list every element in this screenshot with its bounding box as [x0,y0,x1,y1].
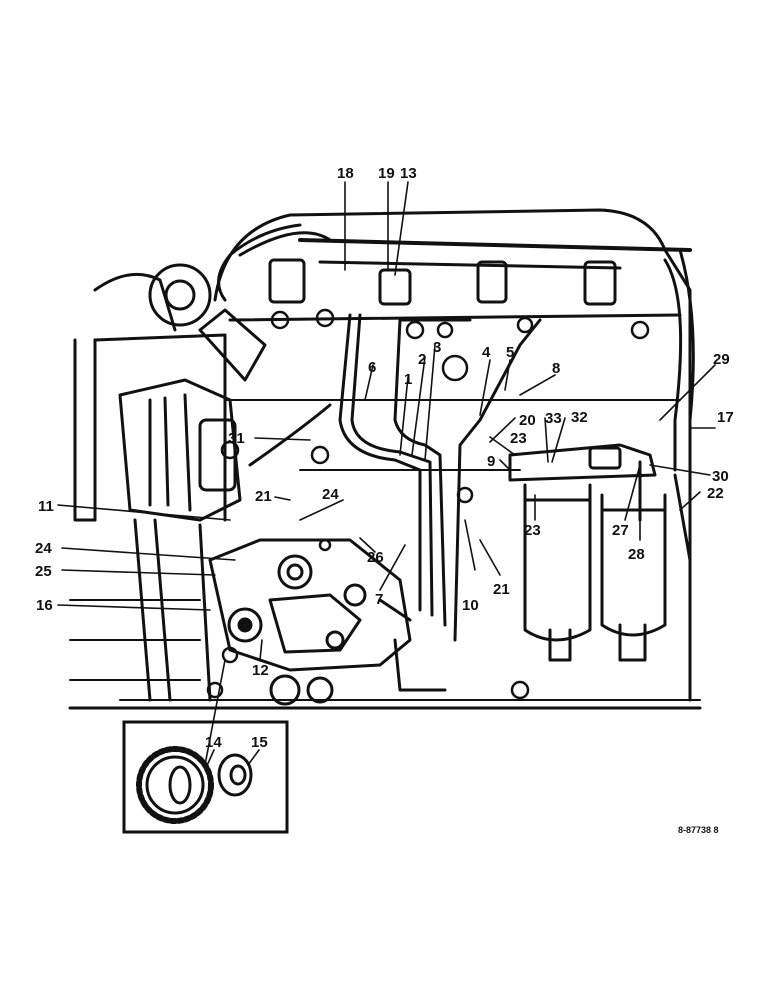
callout-16: 16 [36,597,53,614]
callout-22: 22 [707,485,724,502]
callout-19: 19 [378,165,395,182]
injectors [238,231,692,306]
callout-24-top: 24 [322,486,339,503]
reference-code: 8-87738 8 [678,825,719,835]
engine-block [68,208,702,710]
bolts [206,486,530,700]
callout-27: 27 [612,522,629,539]
callout-4: 4 [482,344,491,361]
callout-28: 28 [628,546,645,563]
callout-25: 25 [35,563,52,580]
callout-24-left: 24 [35,540,52,557]
callout-10: 10 [462,597,479,614]
gear-icon [136,746,214,824]
return-lines [217,223,695,472]
callout-30: 30 [712,468,729,485]
callout-17: 17 [717,409,734,426]
callout-21-right: 21 [493,581,510,598]
callout-labels: 18 19 13 3 2 1 4 5 8 6 29 17 20 33 32 23… [35,165,734,751]
callout-32: 32 [571,409,588,426]
inset-detail [122,720,289,834]
callout-26: 26 [367,549,384,566]
callout-5: 5 [506,344,514,361]
callout-33: 33 [545,410,562,427]
callout-9: 9 [487,453,495,470]
callout-3: 3 [433,339,441,356]
injection-pump [208,538,412,706]
callout-31: 31 [228,430,245,447]
callout-18: 18 [337,165,354,182]
callout-11: 11 [38,498,54,515]
callout-8: 8 [552,360,560,377]
callout-13: 13 [400,165,417,182]
callout-6: 6 [368,359,376,376]
inset-frame [122,720,289,834]
callout-12: 12 [252,662,269,679]
alternator [93,263,267,522]
fan-belt [133,518,212,702]
callout-29: 29 [713,351,730,368]
nut-icon [217,753,253,797]
fuel-filters [508,443,692,692]
callout-15: 15 [251,734,268,751]
leader-lines [57,181,716,771]
callout-20: 20 [519,412,536,429]
callout-21-left: 21 [255,488,272,505]
callout-2: 2 [418,351,426,368]
callout-1: 1 [404,371,412,388]
callout-14: 14 [205,734,222,751]
rocker-studs [220,308,650,465]
callout-23-top: 23 [510,430,527,447]
callout-23-bottom: 23 [524,522,541,539]
callout-7: 7 [375,591,383,608]
